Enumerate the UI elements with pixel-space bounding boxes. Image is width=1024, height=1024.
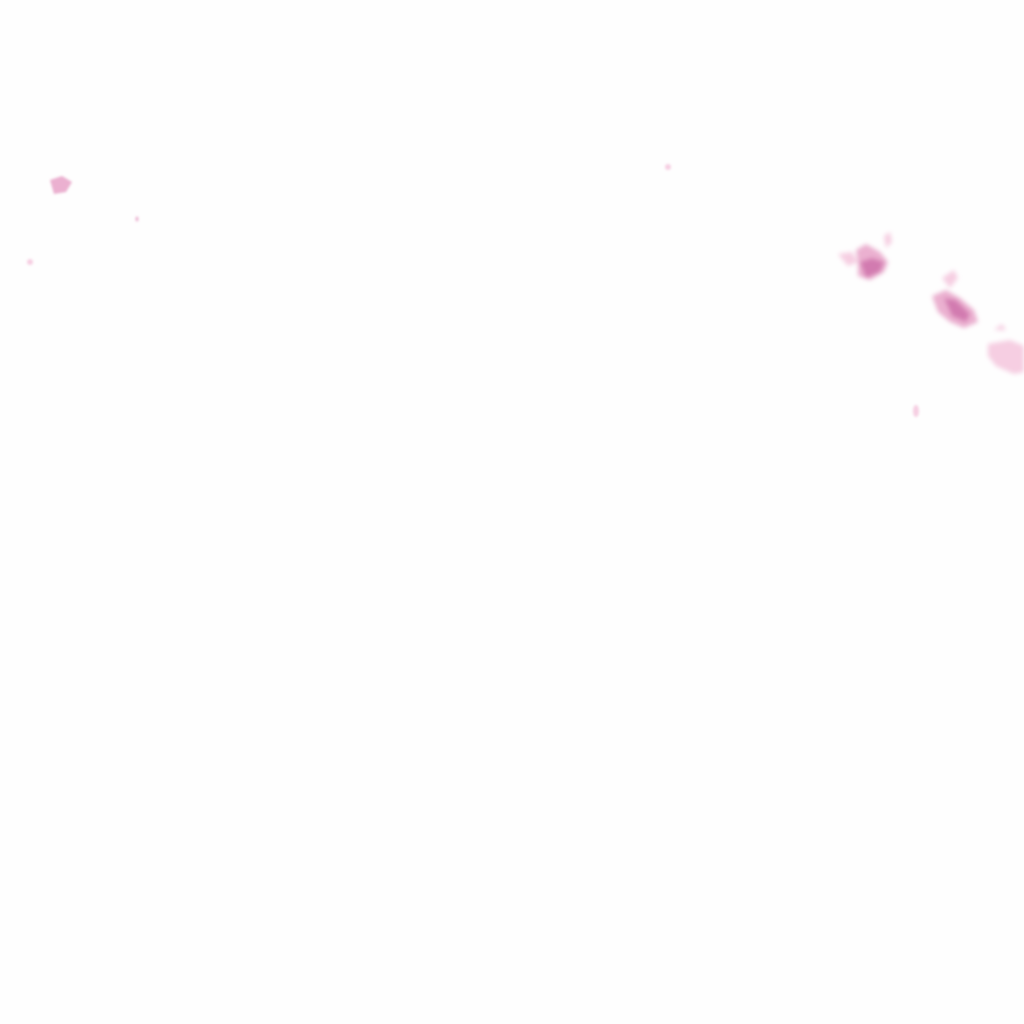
tissue-speck-right bbox=[665, 164, 919, 417]
tissue-fragment-top-right-1 bbox=[838, 232, 892, 280]
tissue-fragment-top-right-2 bbox=[932, 270, 978, 328]
tissue-fragment-right-edge bbox=[988, 324, 1024, 374]
tissue-speck-top-left bbox=[27, 176, 139, 265]
